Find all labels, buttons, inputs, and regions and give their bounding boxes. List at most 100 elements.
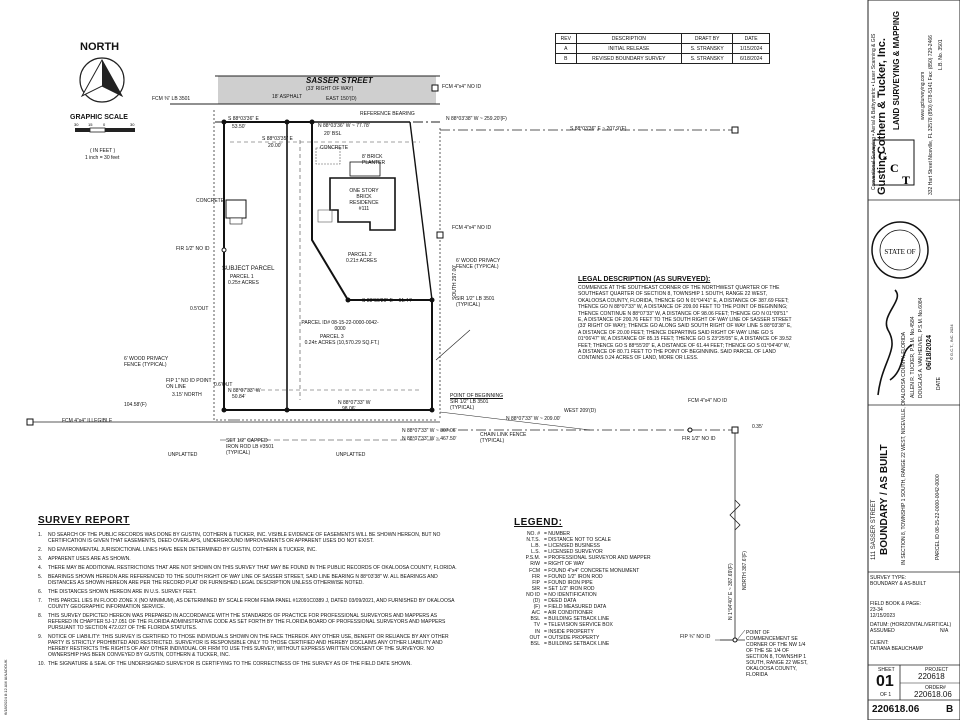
revision-row: A INITIAL RELEASE S. STRANSKY 1/15/2024 xyxy=(555,43,770,54)
plat-label: SIR 1/2" LB 3501 (TYPICAL) xyxy=(456,296,495,308)
rev-cell: A xyxy=(555,43,577,54)
svg-text:0: 0 xyxy=(103,122,106,127)
plat-label: NORTH 387.6'(F) xyxy=(742,551,748,590)
rev-cell: 1/15/2024 xyxy=(732,43,770,54)
note-number: 10. xyxy=(38,661,45,667)
shed-footprint xyxy=(225,199,247,225)
tb-order-label: ORDER# xyxy=(925,685,946,691)
plat-label: N 88°03'36" W ~ 77.78' xyxy=(318,123,370,129)
legend-value: = SET 1/2" IRON ROD xyxy=(544,585,595,592)
plat-label: 6' WOOD PRIVACY FENCE (TYPICAL) xyxy=(124,356,169,368)
tb-web: www.gcturveying.com xyxy=(920,71,926,120)
survey-note: 10.THE SIGNATURE & SEAL OF THE UNDERSIGN… xyxy=(38,661,458,667)
legend-value: = TELEVISION SERVICE BOX xyxy=(544,622,613,629)
legend-row: N.T.S.= DISTANCE NOT TO SCALE xyxy=(510,537,660,543)
legend-row: (F)= FIELD MEASURED DATA xyxy=(510,604,660,610)
legend-value: = AIR CONDITIONER xyxy=(544,610,593,617)
rev-cell: REVISED BOUNDARY SURVEY xyxy=(575,53,683,64)
plat-label: FIR 1/2" NO ID xyxy=(682,436,716,442)
svg-text:15: 15 xyxy=(88,122,93,127)
note-number: 8. xyxy=(38,613,43,619)
north-arrow-icon xyxy=(79,57,125,103)
legend-row: BSL= BUILDING SETBACK LINE xyxy=(510,616,660,622)
legend-key: TV xyxy=(533,622,540,629)
surveyor-seal-icon: STATE OF xyxy=(871,221,929,279)
legend-row: P.S.M.= PROFESSIONAL SURVEYOR AND MAPPER xyxy=(510,555,660,561)
tb-copyright: © G.C.T., INC. 2024 xyxy=(949,324,954,360)
legend-key: BSL xyxy=(530,640,540,647)
tb-sheet-label: SHEET xyxy=(878,667,895,673)
plat-label: 20.00' xyxy=(268,143,282,149)
legal-text: COMMENCE AT THE SOUTHEAST CORNER OF THE … xyxy=(578,285,792,362)
plat-label: S 88°55'20" E ~ 61.44' xyxy=(362,298,413,304)
note-text: NOTICE OF LIABILITY: THIS SURVEY IS CERT… xyxy=(48,634,449,658)
plat-label: 3.15' NORTH xyxy=(172,392,202,398)
legend-value: = RIGHT OF WAY xyxy=(544,561,585,568)
legend-key: (F) xyxy=(533,604,540,611)
legend-key: BSL xyxy=(530,616,540,623)
legend-key: NO ID xyxy=(526,591,540,598)
legend-value: = INSIDE PROPERTY xyxy=(544,628,594,635)
plat-label: N 88°07'33" W xyxy=(228,388,261,394)
plat-label: N 88°07'33" W ~ 307.06' xyxy=(402,428,457,434)
street-asphalt-label: 18' ASPHALT xyxy=(272,94,303,100)
plat-label: N 88°03'38" W ~ 259.20'(F) xyxy=(446,116,507,122)
plat-label: PARCEL ID# 08-15-22-0000-0042-0000 xyxy=(301,320,379,332)
plat-label: UNPLATTED xyxy=(168,452,198,458)
survey-note: 1.NO SEARCH OF THE PUBLIC RECORDS WAS DO… xyxy=(38,532,458,544)
plat-label: CONCRETE xyxy=(320,145,349,151)
plat-label: 0.35' xyxy=(752,424,763,430)
note-number: 2. xyxy=(38,547,43,553)
revision-row: B REVISED BOUNDARY SURVEY S. STRANSKY 6/… xyxy=(555,53,770,64)
tb-field-date: 12/15/2023 xyxy=(870,613,896,619)
tb-footer-rev: B xyxy=(946,704,954,715)
legend-title: LEGEND: xyxy=(514,517,563,528)
legend-value: = FOUND 4"x4" CONCRETE MONUMENT xyxy=(544,567,640,574)
tb-project: 220618 xyxy=(918,672,945,681)
legend-key: R/W xyxy=(530,561,540,568)
svg-text:30: 30 xyxy=(74,122,79,127)
plat-label: CHAIN LINK FENCE (TYPICAL) xyxy=(480,432,527,444)
plat-label: FCM 4"x4" NO ID xyxy=(688,398,728,404)
plat-label: PARCEL 1 xyxy=(230,274,254,280)
plat-label: FIP ¾" NO ID xyxy=(680,634,711,640)
note-number: 1. xyxy=(38,532,43,538)
survey-note: 7.THIS PARCEL LIES IN FLOOD ZONE X (NO M… xyxy=(38,598,458,610)
tb-survey-title: BOUNDARY / AS BUILT xyxy=(879,444,890,555)
legend-value: = BUILDING SETBACK LINE xyxy=(544,640,610,647)
legend-value: = NUMBER xyxy=(544,531,570,537)
tb-datum-v: N/A xyxy=(940,628,949,634)
plat-label: 0.24± ACRES (10,570.29 SQ.FT.) xyxy=(304,340,380,346)
plat-label: 20' BSL xyxy=(324,131,342,137)
legal-title: LEGAL DESCRIPTION (AS SURVEYED): xyxy=(578,276,711,283)
plat-label: ONE STORY BRICK RESIDENCE #111 xyxy=(349,188,379,212)
rev-cell: S. STRANSKY xyxy=(681,53,734,64)
legend-row: R/W = RIGHT OF WAY xyxy=(510,561,660,567)
graphic-scale-bar: 30 15 0 30 xyxy=(74,122,135,133)
tb-field-book: 23-34 xyxy=(870,607,883,613)
surveyor-signature xyxy=(877,289,913,396)
note-number: 9. xyxy=(38,634,43,640)
plat-label: WEST 209'(D) xyxy=(564,408,596,414)
tb-project-addr: 111 SASSER STREET xyxy=(871,499,877,560)
plat-label: POINT OF BEGINNING xyxy=(450,393,503,399)
survey-note: 8. THIS SURVEY DEPICTED HEREON WAS PREPAR… xyxy=(38,613,458,631)
tb-client: TATIANA BEAUCHAMP xyxy=(870,646,924,652)
tb-lb: L.B. No. 3501 xyxy=(938,39,944,70)
plat-label: 0.21± ACRES xyxy=(346,258,377,264)
north-label: NORTH xyxy=(80,41,120,53)
tb-survey-type-label: SURVEY TYPE: xyxy=(870,575,907,581)
note-text: THIS SURVEY DEPICTED HEREON WAS PREPARED… xyxy=(48,613,446,631)
plat-label: N 88°07'33" W ~ 467.50' xyxy=(402,436,457,442)
legal-description: LEGAL DESCRIPTION (AS SURVEYED): COMMENC… xyxy=(578,276,793,362)
tb-footer: 220618.06 xyxy=(872,704,920,715)
tb-sign-date: 06/18/2024 xyxy=(926,334,933,370)
legend-key: OUT xyxy=(529,634,540,641)
survey-note: 3.APPARENT USES ARE AS SHOWN. xyxy=(38,556,458,562)
plat-label: CONCRETE xyxy=(196,198,225,204)
tb-signer: DOUGLAS A. VAN HEUVEL, P.S.M. No.6084 xyxy=(918,297,924,398)
plat-label: SUBJECT PARCEL xyxy=(222,266,275,272)
street-east: EAST 150'(D) xyxy=(326,96,357,102)
street-asphalt xyxy=(218,76,436,104)
